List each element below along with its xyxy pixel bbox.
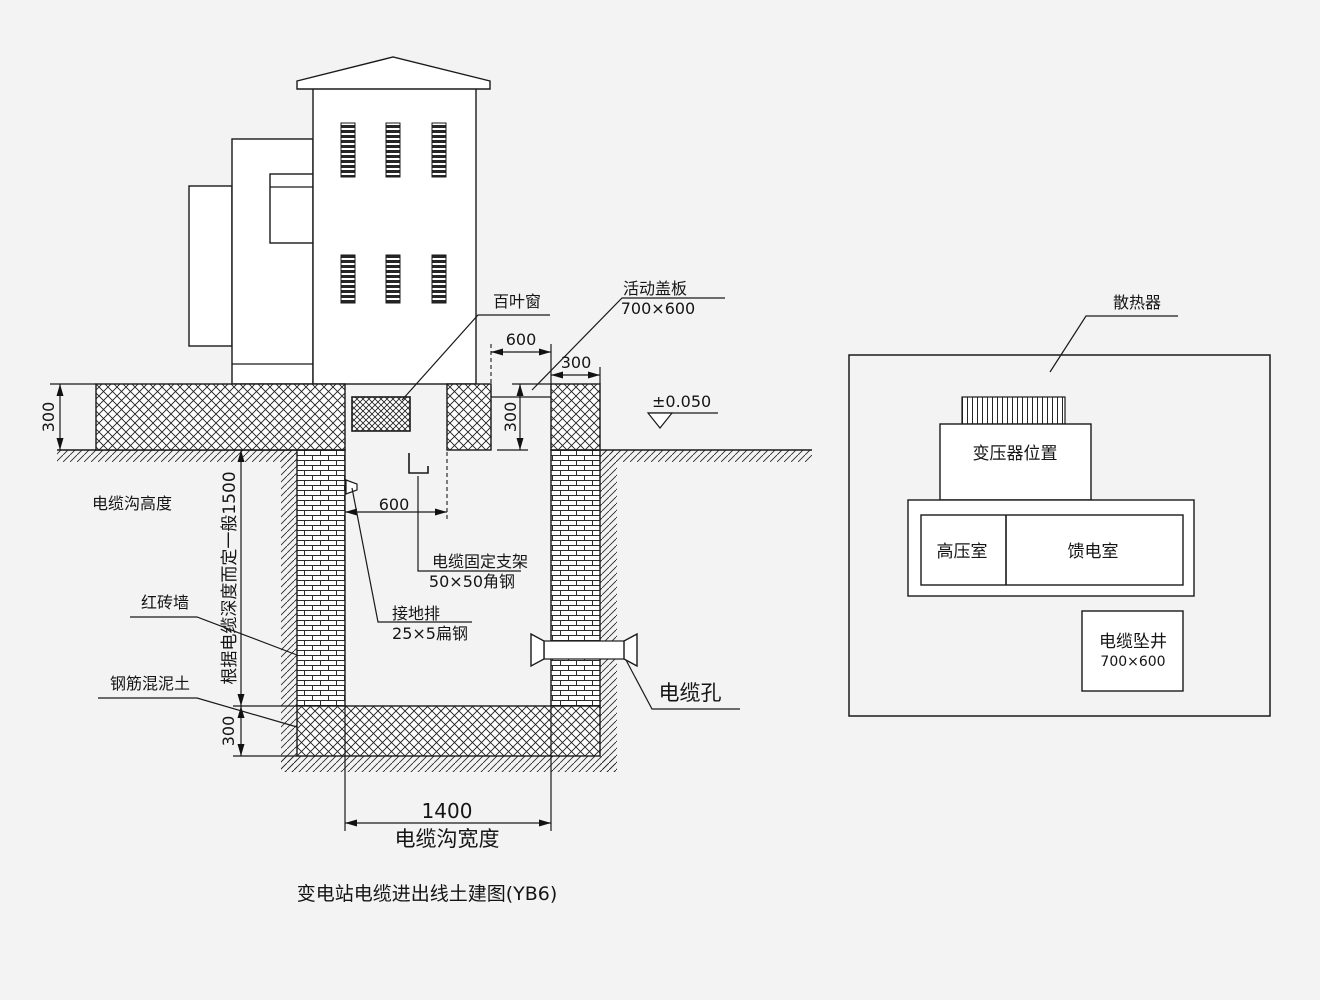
vent-louver: [385, 254, 401, 304]
vent-louver: [340, 254, 356, 304]
roof: [296, 56, 491, 90]
leader-radiator: [1049, 315, 1178, 373]
plan-outline: [848, 354, 1271, 717]
label-brick-wall: 红砖墙: [141, 593, 189, 612]
label-ground-bar-spec: 25×5扁钢: [392, 624, 468, 643]
bottom-slab: [296, 705, 601, 757]
cable-trench: [296, 449, 638, 757]
plan-transformer-label: 变压器位置: [973, 444, 1058, 464]
elevation-text: ±0.050: [652, 392, 711, 411]
plan-feeder-room-label: 馈电室: [1068, 542, 1119, 562]
sleeve-tube: [543, 640, 626, 660]
leader-louver: [401, 314, 550, 401]
vent-louver: [431, 254, 447, 304]
plan-cable-pit-size: 700×600: [1100, 654, 1165, 670]
brick-wall-left: [296, 449, 346, 707]
cable-hole-sleeve: [530, 632, 638, 668]
plan-cable-pit-name: 电缆坠井: [1099, 632, 1167, 652]
label-bracket-spec: 50×50角钢: [429, 572, 515, 591]
vent-louver: [340, 122, 356, 178]
annex-panel: [269, 173, 314, 244]
soil-hatch-trench-right: [600, 450, 617, 772]
label-cover-size: 700×600: [621, 299, 695, 318]
foundation-right: [550, 383, 601, 451]
leader-bracket: [417, 476, 521, 572]
label-trench-height: 电缆沟高度: [92, 494, 172, 513]
ground-bar-icon: [345, 479, 358, 495]
leader-concrete: [98, 697, 298, 728]
dim-found-left-text: 300: [39, 402, 58, 433]
vent-louvers: [340, 122, 447, 304]
leader-cover: [531, 297, 725, 391]
leaders: 百叶窗 活动盖板 700×600 电缆沟高度 电缆固定支架 50×50角钢 接地…: [92, 279, 740, 728]
label-louver: 百叶窗: [493, 292, 541, 311]
dim-width-text: 1400: [422, 799, 473, 823]
leader-brick-wall: [130, 616, 298, 656]
elevation-triangle-icon: [646, 412, 674, 429]
louver-window: [351, 396, 411, 432]
label-cable-hole: 电缆孔: [659, 681, 722, 705]
cable-bracket-icon: [408, 453, 429, 474]
dim-wall-top-text: 300: [561, 353, 592, 372]
dim-depth-text: 根据电缆深度而定一般1500: [220, 471, 240, 684]
plan-hv-room-label: 高压室: [937, 542, 988, 562]
plan-radiator-label: 散热器: [1113, 293, 1161, 312]
dim-inner-text: 600: [379, 495, 410, 514]
vent-louver: [431, 122, 447, 178]
label-bracket-name: 电缆固定支架: [432, 552, 528, 571]
cable-pit-box: [1081, 610, 1184, 692]
dim-slab-text: 300: [219, 716, 238, 747]
building-elevation: [188, 56, 491, 385]
leader-cable-hole: [625, 659, 740, 710]
foundation: [95, 383, 601, 451]
trench-width-label: 电缆沟宽度: [395, 827, 500, 851]
label-ground-bar-name: 接地排: [392, 604, 440, 623]
label-cover-name: 活动盖板: [623, 279, 687, 298]
annex-far-left: [188, 185, 233, 347]
radiator-fins: [961, 396, 1066, 425]
foundation-left: [95, 383, 346, 451]
dim-cover-width-text: 600: [506, 330, 537, 349]
switchgear-inner: [920, 514, 1184, 586]
soil-hatch-left: [57, 450, 297, 462]
drawing-title: 变电站电缆进出线土建图(YB6): [297, 883, 558, 905]
sleeve-flange-left: [530, 632, 545, 668]
soil-hatch-trench-left: [281, 450, 297, 772]
leader-ground-bar: [351, 487, 472, 623]
soil-hatch-right: [600, 450, 812, 462]
label-concrete: 钢筋混泥土: [110, 674, 190, 693]
vent-louver: [385, 122, 401, 178]
plan-view: 变压器位置 高压室 馈电室 电缆坠井 700×600 散热器: [848, 293, 1271, 717]
sleeve-flange-right: [623, 632, 638, 668]
soil-hatch-trench-bottom: [281, 756, 617, 772]
transformer-box: [939, 423, 1092, 501]
brick-wall-right: [550, 449, 601, 707]
dim-found-cover-text: 300: [501, 402, 520, 433]
foundation-middle: [446, 383, 492, 451]
